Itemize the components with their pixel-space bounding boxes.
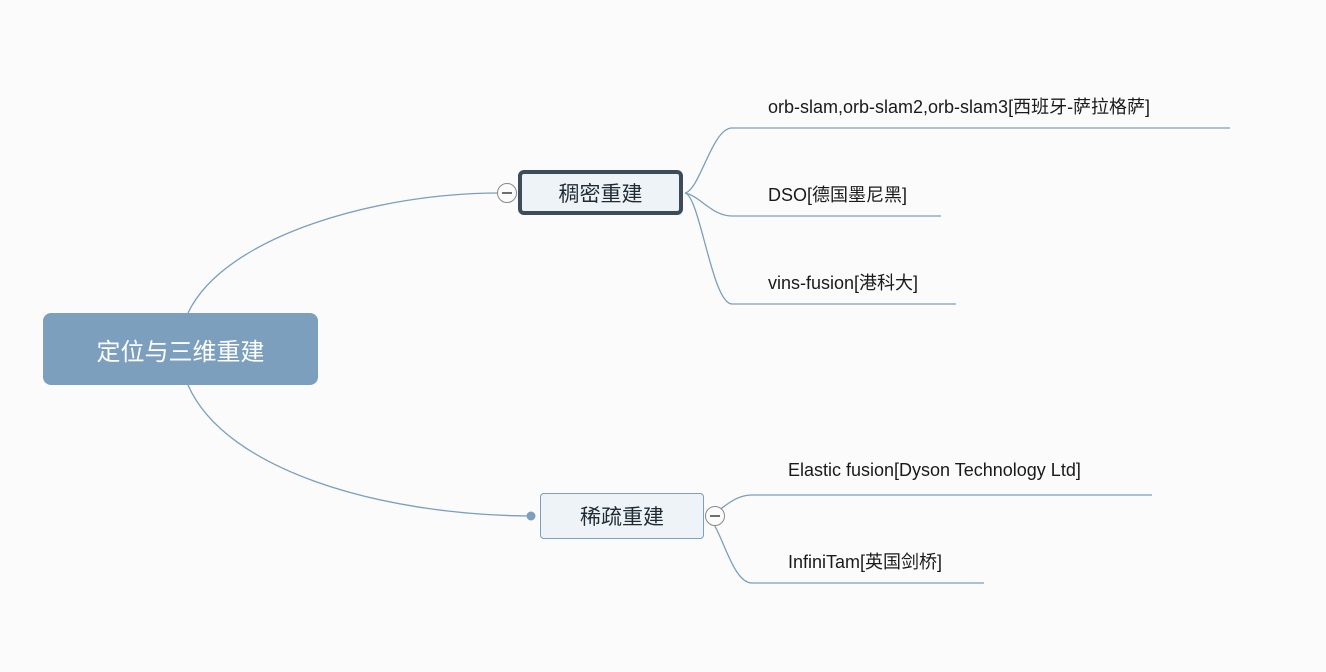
subtopic-orb-slam[interactable]: orb-slam,orb-slam2,orb-slam3[西班牙-萨拉格萨]	[768, 97, 1151, 117]
connector-root-sparse	[187, 384, 531, 517]
collapse-dense-icon[interactable]	[497, 183, 517, 203]
subtopic-elastic-fusion[interactable]: Elastic fusion[Dyson Technology Ltd]	[788, 460, 1081, 480]
root-topic[interactable]: 定位与三维重建	[43, 313, 318, 385]
topic-label: 稠密重建	[558, 181, 643, 206]
topic-label: 稀疏重建	[580, 505, 664, 529]
topic-dense-reconstruction[interactable]: 稠密重建	[518, 170, 683, 215]
connector-dense-child-1	[684, 127, 1230, 194]
connector-sparse-child-1	[704, 494, 1152, 517]
subtopic-infinitam[interactable]: InfiniTam[英国剑桥]	[788, 552, 943, 572]
connector-dense-child-3	[684, 192, 956, 305]
connector-dot	[526, 511, 536, 521]
collapse-sparse-icon[interactable]	[705, 506, 725, 526]
root-topic-label: 定位与三维重建	[96, 337, 265, 366]
subtopic-dso[interactable]: DSO[德国墨尼黑]	[768, 185, 908, 205]
connector-dense-child-2	[684, 192, 941, 217]
topic-sparse-reconstruction[interactable]: 稀疏重建	[540, 493, 704, 539]
subtopic-vins-fusion[interactable]: vins-fusion[港科大]	[768, 273, 919, 293]
connector-root-dense	[187, 192, 499, 314]
